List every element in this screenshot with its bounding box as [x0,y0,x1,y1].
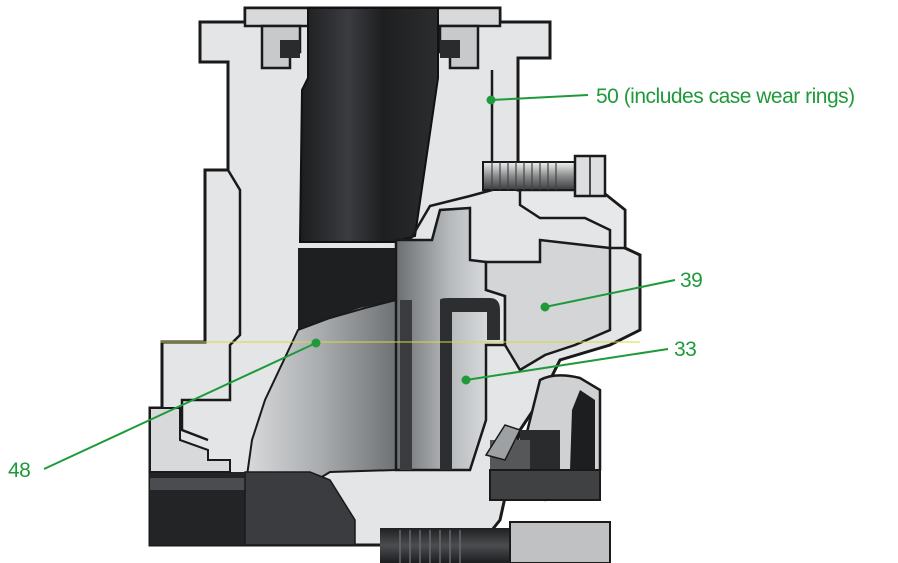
suction-inlet-highlight [150,478,245,490]
pump-shaft [380,521,611,563]
bearing-frame [518,188,627,250]
leader-50-dot [486,95,496,105]
mechanical-seal [484,374,602,502]
casing-step-detail [149,407,231,473]
leader-48-dot [311,338,321,348]
impeller-hub-channel [440,298,500,470]
leader-39 [544,279,676,308]
leader-33-dot [461,375,471,385]
discharge-nozzle-passage [298,7,439,243]
casing-inner-wall-right [408,70,494,241]
callout-label-50: 50 (includes case wear rings) [596,85,855,108]
callout-label-33: 33 [674,338,696,361]
leader-50 [490,94,589,101]
casing-inner-wall-left [180,62,242,442]
impeller-front-rib [400,300,412,470]
casing-bolt [482,154,607,198]
leader-39-dot [540,302,550,312]
callout-label-48: 48 [8,459,30,482]
flange-gasket-right [440,40,460,58]
impeller-suction-passage [243,298,397,491]
suction-inlet [150,472,245,545]
leader-33 [465,348,669,381]
inner-lower-passage [244,471,356,546]
volute-dark-band [298,248,396,330]
flange-gasket-left [280,40,300,58]
leader-48 [43,342,317,470]
callout-label-39: 39 [680,269,702,292]
callout-leaders [43,94,676,470]
